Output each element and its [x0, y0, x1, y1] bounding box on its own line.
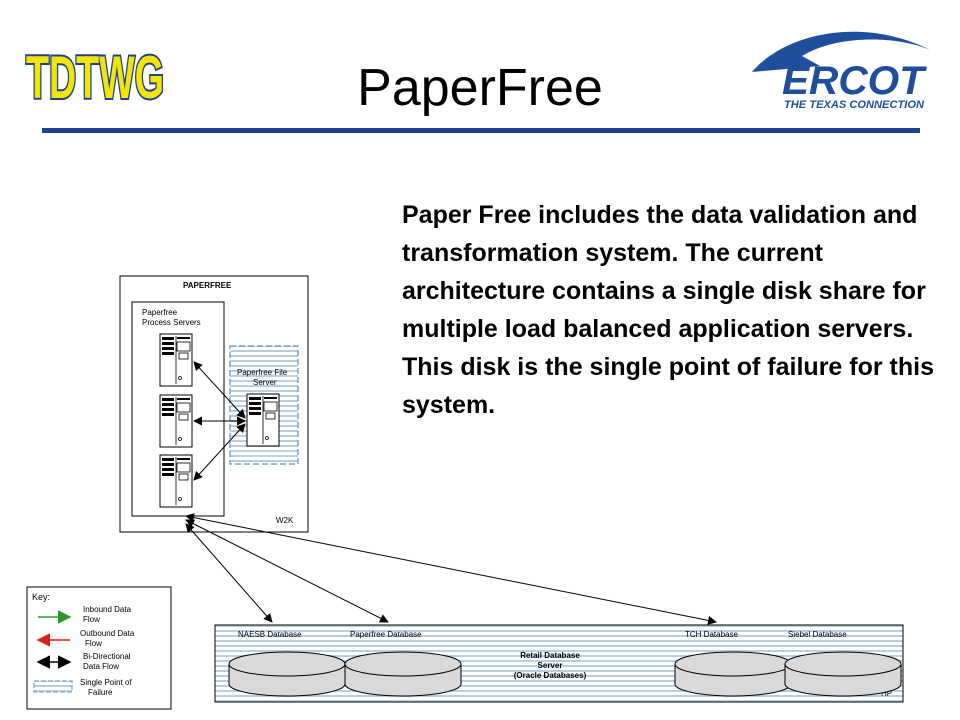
legend-inbound-line2: Flow: [83, 615, 100, 624]
process-servers-label-line1: Paperfree: [142, 308, 178, 317]
naesb-database-icon: [228, 651, 346, 697]
file-server-label-line2: Server: [253, 378, 277, 387]
arrow-paperfree-tch: [185, 513, 717, 625]
siebel-database-icon: [784, 651, 902, 697]
db-server-label-line3: (Oracle Databases): [514, 671, 587, 680]
arrow-paperfree-naesb: [185, 523, 273, 623]
file-server-label-line1: Paperfree File: [237, 368, 288, 377]
db-label-tch: TCH Database: [685, 630, 738, 639]
legend-outbound-line2: Flow: [85, 639, 102, 648]
db-server-label-line1: Retail Database: [520, 651, 580, 660]
legend-spof-line2: Failure: [88, 688, 113, 697]
process-server-3-icon: [159, 454, 193, 508]
file-server-icon: [246, 393, 280, 447]
slide-description: Paper Free includes the data validation …: [402, 201, 934, 419]
process-servers-label-line2: Process Servers: [142, 318, 201, 327]
paperfree-database-icon: [344, 651, 462, 697]
legend-spof-line1: Single Point of: [80, 678, 132, 687]
process-server-1-icon: [159, 333, 193, 387]
tdtwg-logo: TDTWG: [24, 42, 166, 106]
arrow-server1-fileserver: [193, 361, 246, 419]
legend-inbound-line1: Inbound Data: [83, 605, 132, 614]
tdtwg-logo-text: TDTWG: [26, 44, 164, 106]
process-server-2-icon: [159, 394, 193, 448]
legend-bidirectional-line1: Bi-Directional: [83, 652, 131, 661]
db-label-siebel: Siebel Database: [788, 630, 847, 639]
title-divider: [42, 128, 920, 133]
ercot-swoosh-icon: [752, 31, 930, 72]
ercot-logo-text: ERCOT: [782, 59, 928, 103]
legend-outbound-line1: Outbound Data: [80, 629, 135, 638]
db-label-paperfree: Paperfree Database: [350, 630, 422, 639]
legend-title: Key:: [32, 592, 50, 602]
db-label-naesb: NAESB Database: [238, 630, 302, 639]
slide-title: PaperFree: [357, 59, 603, 117]
tch-database-icon: [674, 651, 792, 697]
ercot-logo: ERCOT THE TEXAS CONNECTION: [752, 31, 930, 111]
db-server-label-line2: Server: [538, 661, 563, 670]
arrow-paperfree-paperfree-db: [185, 519, 389, 623]
legend-spof-swatch: [33, 680, 73, 693]
arrow-server3-fileserver: [193, 423, 246, 481]
legend-bidirectional-line2: Data Flow: [83, 662, 119, 671]
db-server-os-label: HP: [881, 689, 892, 698]
paperfree-box-label: PAPERFREE: [183, 281, 232, 290]
legend-key: Key: Inbound Data Flow Outbound Data Flo…: [26, 586, 172, 710]
ercot-tagline: THE TEXAS CONNECTION: [784, 99, 925, 111]
paperfree-os-label: W2K: [276, 516, 294, 525]
